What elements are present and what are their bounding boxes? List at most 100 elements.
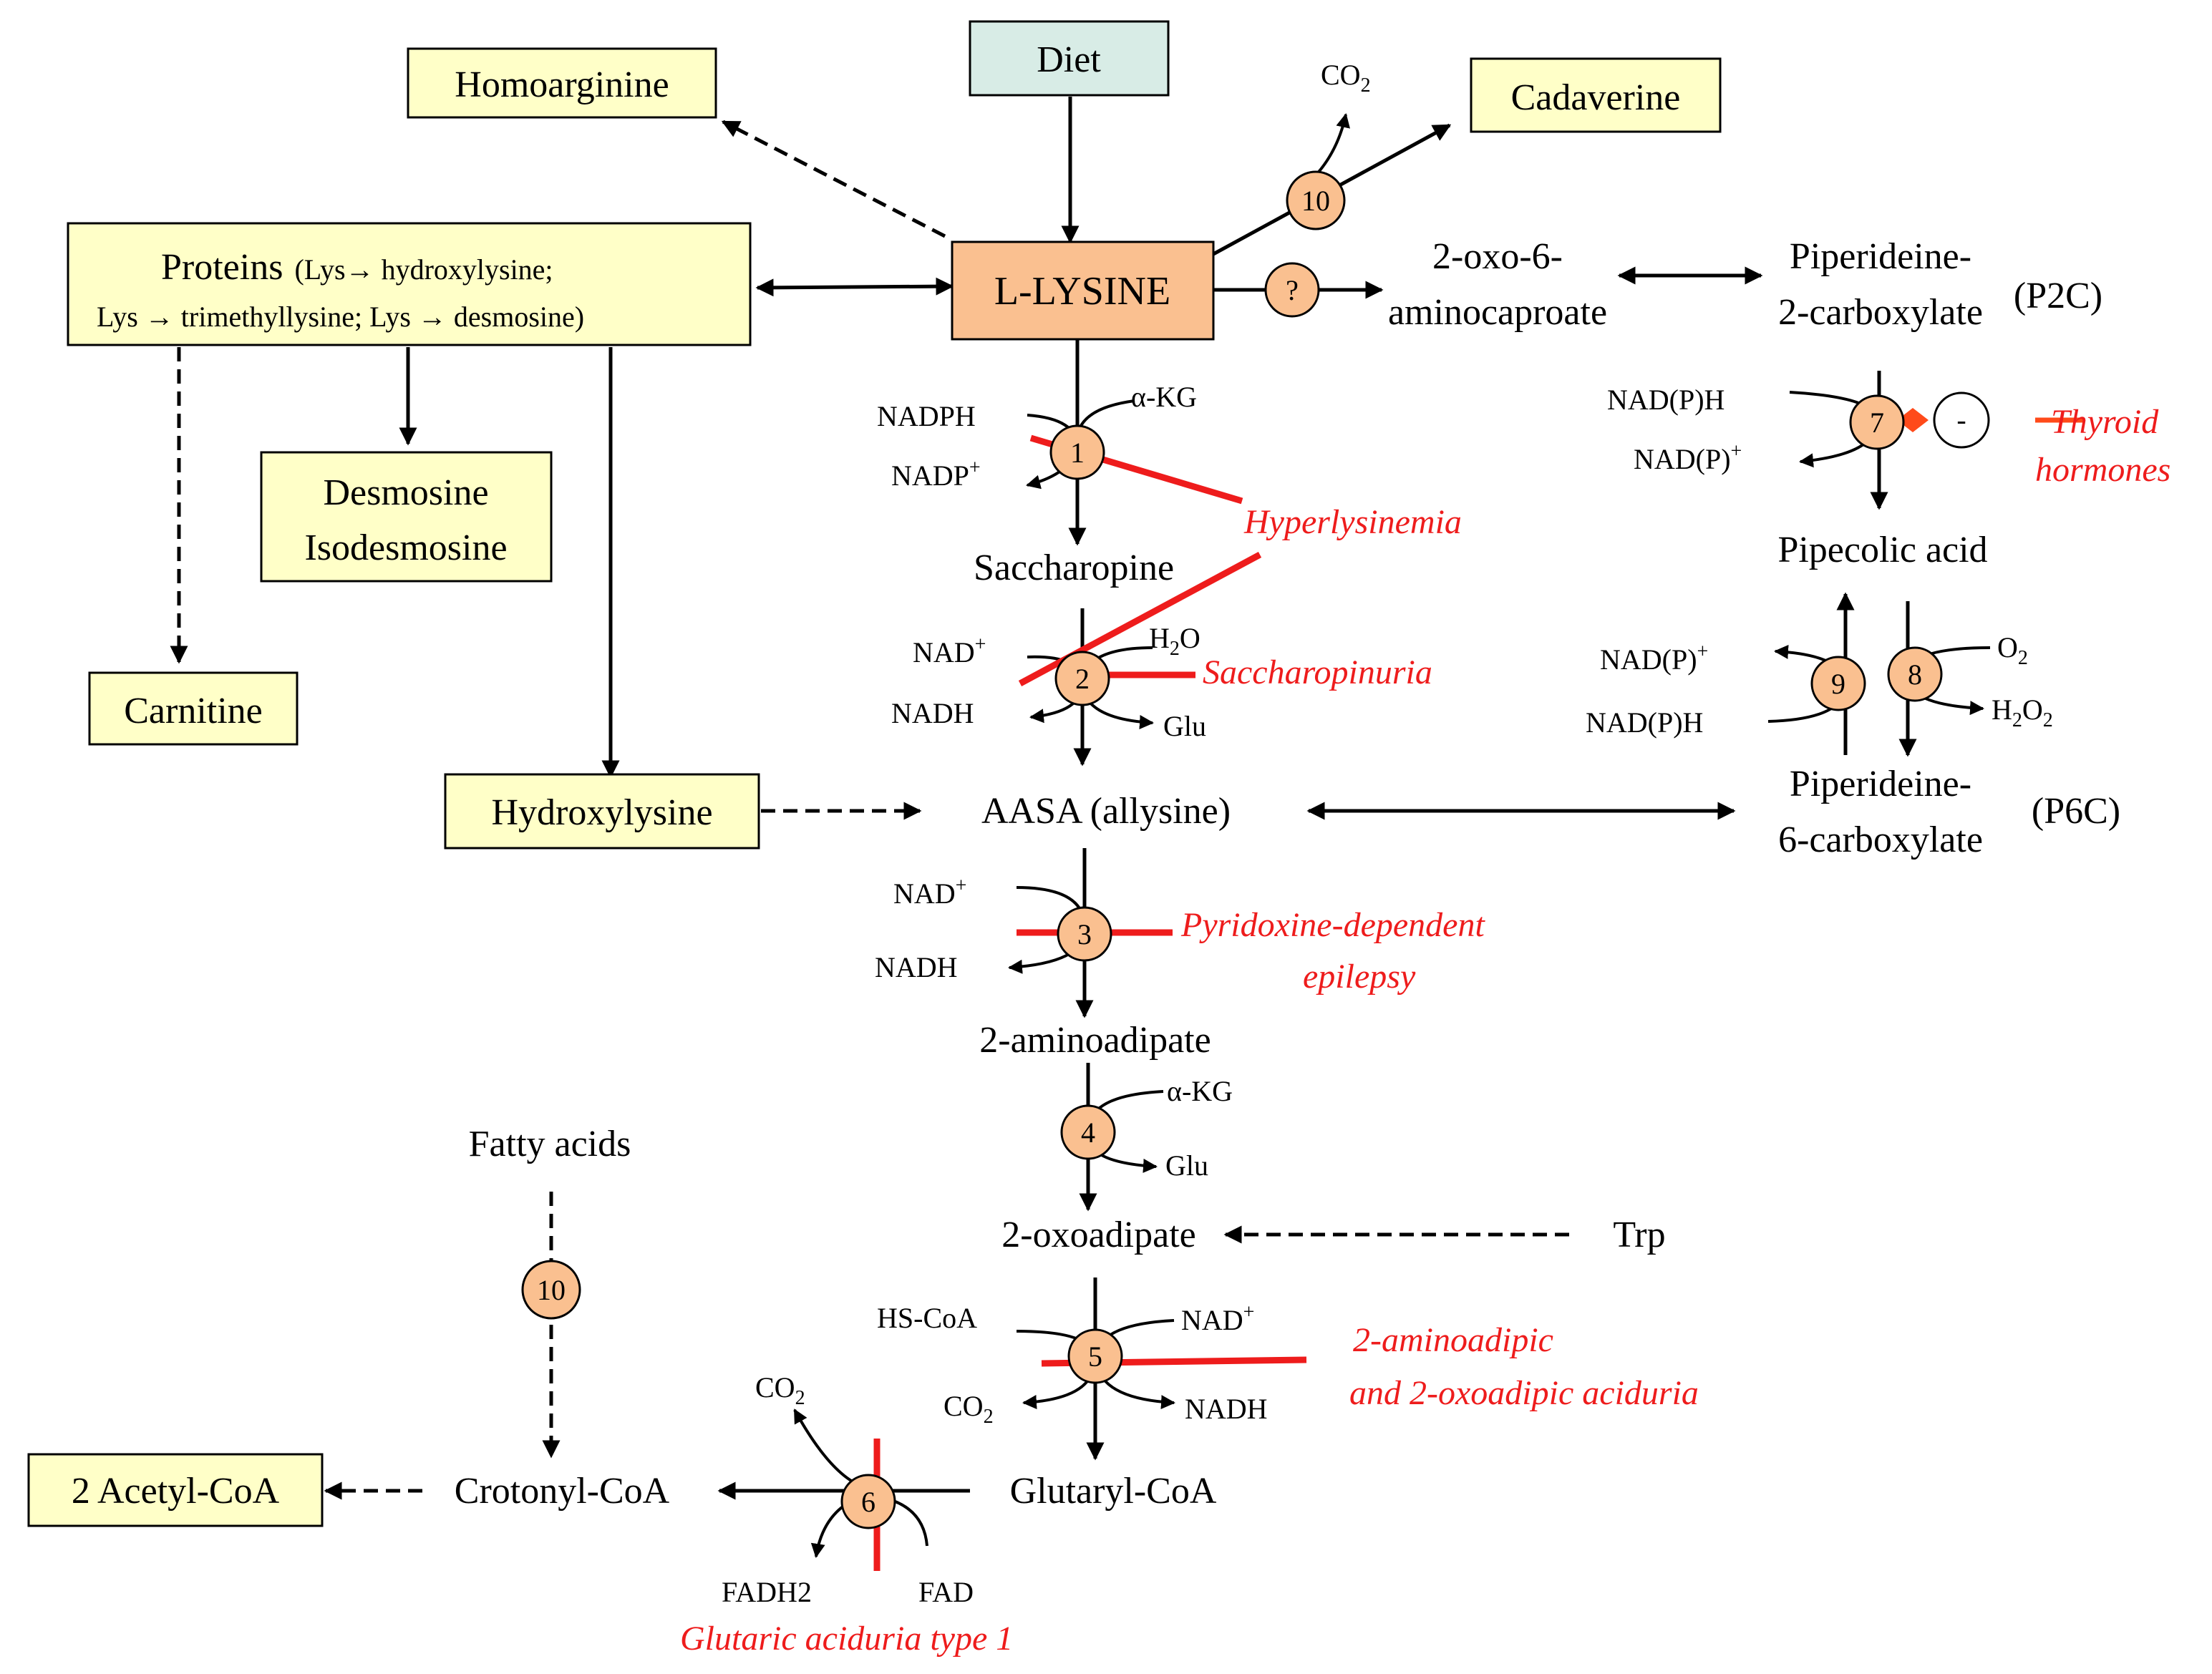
svg-text:4: 4 bbox=[1081, 1116, 1095, 1149]
diet-label: Diet bbox=[1037, 39, 1101, 80]
node-boxes: Diet Homoarginine Cadaverine L-LYSINE Pr… bbox=[27, 20, 1722, 1527]
fattyacids-label: Fatty acids bbox=[469, 1124, 631, 1164]
trp-label: Trp bbox=[1613, 1215, 1665, 1255]
enzyme-5: 5 bbox=[1067, 1328, 1123, 1384]
p2c-abbr: (P2C) bbox=[2014, 276, 2102, 316]
enzyme-1: 1 bbox=[1049, 424, 1105, 480]
fad-6: FAD bbox=[918, 1576, 974, 1608]
fadh2-6: FADH2 bbox=[722, 1576, 812, 1608]
hydroxylysine-box bbox=[444, 773, 760, 850]
enzyme-7: 7 bbox=[1849, 394, 1905, 450]
enzyme-10-bottom: 10 bbox=[521, 1260, 581, 1320]
glutarylcoa-label: Glutaryl-CoA bbox=[1010, 1471, 1217, 1512]
enzyme-10-top: 10 bbox=[1286, 170, 1346, 230]
homoarginine-box bbox=[407, 47, 717, 119]
lysine-box bbox=[951, 240, 1215, 341]
crotonylcoa-label: Crotonyl-CoA bbox=[455, 1471, 670, 1512]
co2-5: CO2 bbox=[944, 1390, 994, 1428]
enzyme-9: 9 bbox=[1810, 656, 1866, 711]
enzyme-3: 3 bbox=[1057, 906, 1112, 962]
thyroid-label-1: Thyroid bbox=[2051, 403, 2159, 441]
svg-text:-: - bbox=[1956, 404, 1966, 436]
arrow-lysine-homoarginine bbox=[721, 120, 946, 238]
pyridoxine-label-2: epilepsy bbox=[1303, 958, 1416, 996]
svg-text:9: 9 bbox=[1831, 668, 1845, 700]
svg-text:?: ? bbox=[1286, 274, 1299, 306]
nadph-1: NADPH bbox=[877, 400, 976, 432]
enzyme-markers: 1 2 3 4 5 6 7 9 bbox=[521, 170, 1990, 1529]
p6c-line2: 6-carboxylate bbox=[1778, 819, 1983, 860]
o2-8: O2 bbox=[1997, 631, 2028, 669]
block-hyperlysinemia-2 bbox=[1018, 552, 1262, 686]
svg-text:2: 2 bbox=[1075, 663, 1090, 695]
svg-text:6: 6 bbox=[861, 1486, 875, 1518]
acetylcoa-box bbox=[27, 1453, 324, 1527]
proteins-title: Proteins bbox=[161, 247, 283, 288]
hydroxylysine-label: Hydroxylysine bbox=[491, 792, 712, 833]
aminoadipic-label-1: 2-aminoadipic bbox=[1353, 1321, 1553, 1359]
svg-text:10: 10 bbox=[537, 1274, 566, 1306]
thyroid-label-2: hormones bbox=[2035, 451, 2170, 489]
hscoa-5: HS-CoA bbox=[877, 1302, 977, 1334]
thyroid-minus-node: - bbox=[1933, 391, 1990, 449]
disorder-labels: Hyperlysinemia Saccharopinuria Pyridoxin… bbox=[680, 403, 2170, 1658]
oxoaminocaproate-line2: aminocaproate bbox=[1388, 292, 1607, 333]
aminoadipate-label: 2-aminoadipate bbox=[979, 1020, 1211, 1061]
homoarginine-label: Homoarginine bbox=[455, 64, 669, 105]
carnitine-label: Carnitine bbox=[124, 691, 263, 731]
nadp-7: NAD(P)+ bbox=[1634, 440, 1742, 475]
proteins-box bbox=[67, 222, 752, 346]
proteins-note-1: (Lys→ hydroxylysine; bbox=[294, 253, 553, 286]
nad-2: NAD+ bbox=[913, 633, 986, 668]
enzyme-4: 4 bbox=[1060, 1104, 1116, 1160]
nadp-1: NADP+ bbox=[891, 457, 981, 492]
inhibition-diamond bbox=[1897, 408, 1929, 432]
co2-top: CO2 bbox=[1321, 59, 1371, 97]
proteins-note-2: Lys → trimethyllysine; Lys → desmosine) bbox=[97, 301, 584, 333]
nadph-7: NAD(P)H bbox=[1607, 384, 1725, 416]
oxoaminocaproate-line1: 2-oxo-6- bbox=[1432, 236, 1563, 277]
carnitine-box bbox=[88, 671, 299, 746]
p2c-line1: Piperideine- bbox=[1790, 236, 1971, 277]
nad-3: NAD+ bbox=[893, 875, 966, 910]
nad-5: NAD+ bbox=[1181, 1301, 1254, 1336]
diet-box bbox=[969, 20, 1170, 97]
h2o2-8: H2O2 bbox=[1992, 694, 2053, 731]
p2c-line2: 2-carboxylate bbox=[1778, 292, 1983, 333]
saccharopine-label: Saccharopine bbox=[974, 548, 1174, 588]
hyperlysinemia-label: Hyperlysinemia bbox=[1243, 503, 1462, 541]
metabolite-labels: 2-oxo-6- aminocaproate Piperideine- 2-ca… bbox=[455, 236, 2120, 1512]
cadaverine-box bbox=[1470, 57, 1722, 133]
svg-text:1: 1 bbox=[1070, 437, 1085, 469]
arrow-proteins-lysine bbox=[755, 277, 954, 297]
akg-1: α-KG bbox=[1131, 381, 1197, 413]
nadp-9: NAD(P)+ bbox=[1600, 641, 1708, 676]
glu-4: Glu bbox=[1165, 1149, 1208, 1182]
p6c-line1: Piperideine- bbox=[1790, 764, 1971, 804]
nadph-9: NAD(P)H bbox=[1586, 706, 1703, 739]
akg-4: α-KG bbox=[1167, 1075, 1233, 1107]
enzyme-6: 6 bbox=[840, 1474, 896, 1529]
svg-text:7: 7 bbox=[1870, 407, 1884, 439]
aminoadipic-label-2: and 2-oxoadipic aciduria bbox=[1349, 1374, 1699, 1412]
acetylcoa-label: 2 Acetyl-CoA bbox=[72, 1471, 280, 1512]
enzyme-2: 2 bbox=[1054, 651, 1110, 706]
svg-text:8: 8 bbox=[1908, 658, 1922, 691]
enzyme-8: 8 bbox=[1887, 646, 1943, 702]
aasa-label: AASA (allysine) bbox=[981, 791, 1231, 832]
proteins-title-line: Proteins (Lys→ hydroxylysine; bbox=[161, 247, 553, 288]
nadh-2: NADH bbox=[891, 697, 974, 729]
cofactor-labels: CO2 α-KG NADPH NADP+ NAD+ H2O NADH Glu N… bbox=[722, 59, 2053, 1608]
lysine-label: L-LYSINE bbox=[994, 269, 1170, 313]
oxoadipate-label: 2-oxoadipate bbox=[1001, 1215, 1195, 1255]
desmosine-label: Desmosine bbox=[323, 472, 488, 513]
co2-6: CO2 bbox=[755, 1371, 805, 1409]
p6c-abbr: (P6C) bbox=[2032, 791, 2120, 832]
nadh-3: NADH bbox=[875, 951, 958, 983]
desmosine-box bbox=[260, 451, 553, 583]
svg-text:5: 5 bbox=[1088, 1340, 1102, 1373]
nadh-5: NADH bbox=[1185, 1393, 1268, 1425]
isodesmosine-label: Isodesmosine bbox=[304, 527, 507, 568]
glutaric-aciduria-label: Glutaric aciduria type 1 bbox=[680, 1620, 1013, 1658]
